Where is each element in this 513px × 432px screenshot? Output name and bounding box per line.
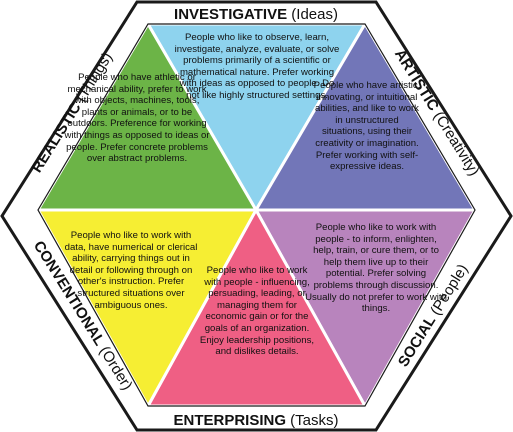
conventional-description: People who like to work with data, have …: [64, 230, 198, 311]
hexagon-inner-outline: [37, 23, 476, 407]
artistic-description: People who have artistic, innovating, or…: [313, 80, 421, 173]
investigative-description: People who like to observe, learn, inves…: [174, 32, 340, 101]
investigative-label: INVESTIGATIVE (Ideas): [174, 6, 338, 23]
enterprising-theme: (Tasks): [290, 412, 338, 429]
enterprising-name: ENTERPRISING: [173, 412, 286, 429]
realistic-description: People who have athletic or mechanical a…: [64, 72, 210, 165]
enterprising-description: People who like to work with people - in…: [199, 265, 315, 358]
investigative-theme: (Ideas): [291, 6, 338, 23]
social-description: People who like to work with people - to…: [305, 222, 447, 315]
investigative-name: INVESTIGATIVE: [174, 6, 287, 23]
enterprising-label: ENTERPRISING (Tasks): [173, 412, 338, 429]
